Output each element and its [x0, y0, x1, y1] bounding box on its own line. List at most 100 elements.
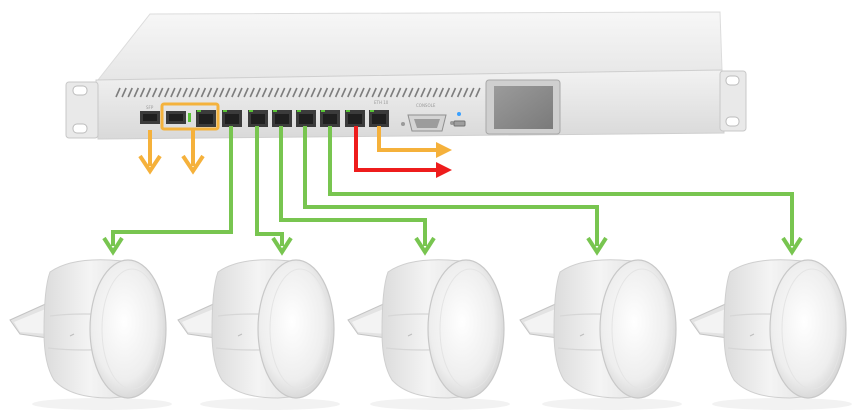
ventilation-slots [115, 87, 481, 98]
vent-slot [200, 87, 207, 98]
link-green-2 [255, 126, 293, 256]
vent-slot [292, 87, 298, 98]
vent-slot [261, 87, 268, 98]
vent-slot [255, 87, 262, 98]
vent-slot [279, 87, 286, 98]
vent-slot [401, 87, 408, 98]
vent-slot [359, 87, 365, 98]
link-green-5 [328, 126, 803, 256]
lcd-touchscreen[interactable] [485, 79, 561, 135]
vent-slot [383, 87, 390, 98]
vent-slot [469, 87, 475, 98]
sfp-port-1[interactable] [140, 111, 160, 124]
vent-slot [206, 87, 213, 98]
antenna-2 [177, 259, 340, 410]
port-led [223, 110, 227, 112]
vent-slot [395, 87, 402, 98]
link-green-4 [303, 126, 608, 256]
vent-slot [115, 87, 121, 98]
antenna-4 [519, 259, 682, 410]
router-top-surface [96, 11, 723, 81]
rack-ear-left [65, 81, 99, 139]
vent-slot [243, 87, 249, 98]
vent-slot [450, 87, 457, 98]
vent-slot [310, 87, 316, 98]
vent-slot [420, 87, 426, 98]
router: SFP ETH 10 CONSOLE [65, 11, 747, 140]
vent-slot [334, 87, 341, 98]
ethernet-port-2[interactable] [222, 110, 242, 127]
port-led [249, 110, 253, 112]
serial-console-port[interactable] [401, 114, 454, 132]
connection-lines [102, 126, 803, 256]
svg-text:CONSOLE: CONSOLE [416, 103, 436, 108]
vent-slot [377, 87, 384, 98]
vent-slot [462, 87, 469, 98]
vent-slot [188, 87, 194, 98]
vent-slot [121, 87, 127, 98]
vent-slot [432, 87, 438, 98]
vent-slot [328, 87, 335, 98]
vent-slot [273, 87, 280, 98]
antenna-dish [769, 259, 847, 399]
antenna-dish [599, 259, 677, 399]
port-led [197, 110, 201, 112]
vent-slot [267, 87, 274, 98]
vent-slot [408, 87, 414, 98]
vent-slot [414, 87, 420, 98]
vent-slot [212, 87, 219, 98]
antenna-3 [347, 259, 510, 410]
vent-slot [316, 87, 323, 98]
ethernet-ports [196, 110, 389, 127]
vent-slot [389, 87, 396, 98]
svg-text:ETH 10: ETH 10 [374, 100, 389, 105]
port-led [370, 110, 374, 112]
vent-slot [157, 87, 164, 98]
vent-slot [225, 87, 231, 98]
vent-slot [444, 87, 451, 98]
vent-slot [231, 87, 237, 98]
port-led [273, 110, 277, 112]
ethernet-port-6[interactable] [320, 110, 340, 127]
ethernet-port-3[interactable] [248, 110, 268, 127]
vent-slot [194, 87, 201, 98]
highlight-box [160, 102, 220, 131]
link-red [354, 126, 452, 178]
vent-slot [426, 87, 432, 98]
ethernet-port-1[interactable] [196, 110, 216, 127]
ethernet-port-5[interactable] [296, 110, 316, 127]
antenna-1 [9, 259, 172, 410]
ethernet-port-8[interactable] [369, 110, 389, 127]
vent-slot [286, 87, 292, 98]
vent-slot [322, 87, 329, 98]
usb-port[interactable] [453, 120, 466, 127]
vent-slot [164, 87, 170, 98]
link-sfp2-orange [181, 130, 205, 175]
vent-slot [456, 87, 463, 98]
ethernet-port-7[interactable] [345, 110, 365, 127]
antenna-dish [427, 259, 505, 399]
antenna-row [9, 259, 852, 410]
vent-slot [298, 87, 304, 98]
vent-slot [127, 87, 133, 98]
vent-slot [151, 87, 158, 98]
link-orange-right [377, 126, 452, 158]
vent-slot [139, 87, 146, 98]
port-led [346, 110, 350, 112]
vent-slot [347, 87, 353, 98]
svg-text:SFP: SFP [146, 105, 154, 110]
antenna-dish [257, 259, 335, 399]
antenna-5 [689, 259, 852, 410]
vent-slot [475, 87, 481, 98]
vent-slot [340, 87, 347, 98]
sfp-port-2[interactable] [166, 111, 186, 124]
link-sfp1-orange [138, 130, 162, 175]
ethernet-port-4[interactable] [272, 110, 292, 127]
vent-slot [365, 87, 371, 98]
vent-slot [218, 87, 225, 98]
vent-slot [438, 87, 445, 98]
vent-slot [249, 87, 255, 98]
sfp-status-led [188, 113, 191, 122]
